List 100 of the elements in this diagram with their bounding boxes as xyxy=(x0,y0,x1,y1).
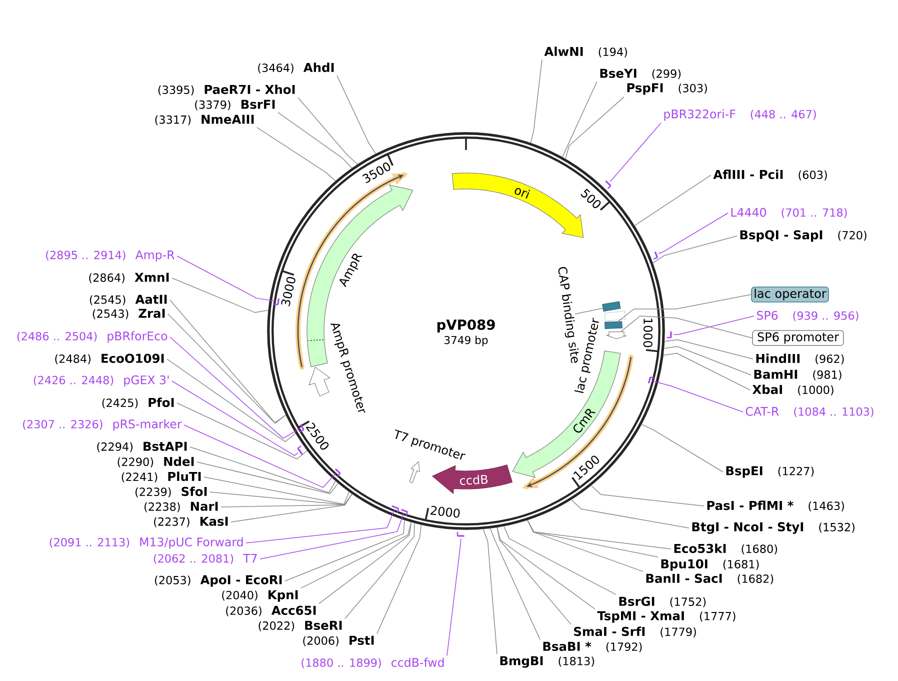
primer-label: SP6 (939 .. 956) xyxy=(757,310,858,322)
primer-label: (2062 .. 2081) T7 xyxy=(154,554,257,564)
site-label: (2241) PluTI xyxy=(122,472,201,482)
gene-feature: ccdB xyxy=(432,464,512,494)
leader-line xyxy=(574,308,604,314)
tick-label: 2000 xyxy=(430,506,460,518)
site-label: BsaBI * (1792) xyxy=(543,642,642,652)
leader-line xyxy=(220,494,352,508)
site-label: (2238) NarI xyxy=(144,502,218,512)
site-label: (2543) ZraI xyxy=(92,308,165,320)
leader-line xyxy=(527,520,672,550)
primer-label: pBR322ori-F (448 .. 467) xyxy=(664,109,816,121)
tick-label: 3000 xyxy=(281,277,296,306)
leader-line xyxy=(170,336,300,439)
leader-line xyxy=(172,380,298,456)
site-label: (2484) EcoO109I xyxy=(55,354,164,364)
leader-line xyxy=(490,528,540,640)
leader-line xyxy=(673,316,754,336)
primer-label: CAT-R (1084 .. 1103) xyxy=(746,406,874,418)
leader-line xyxy=(336,75,376,154)
leader-line xyxy=(196,462,338,494)
primer-site-mark xyxy=(653,251,658,260)
site-label: PspFI (303) xyxy=(627,83,707,95)
leader-line xyxy=(376,524,422,634)
leader-line xyxy=(618,294,752,322)
leader-line xyxy=(565,96,624,160)
leader-line xyxy=(210,492,352,506)
leader-line xyxy=(527,520,644,572)
leader-line xyxy=(663,352,750,390)
site-label: BspEI (1227) xyxy=(726,466,814,478)
primer-site-mark xyxy=(300,424,304,432)
leader-line xyxy=(278,112,352,168)
site-label: AflIII - PciI (603) xyxy=(713,170,827,180)
primer-label: (2895 .. 2914) Amp-R xyxy=(46,250,174,262)
leader-line xyxy=(284,520,405,582)
feature-label-box: SP6 promoter xyxy=(752,330,844,346)
primer-label: (1880 .. 1899) ccdB-fwd xyxy=(302,658,444,668)
leader-line xyxy=(482,528,498,654)
feature-box xyxy=(604,310,626,322)
primer-site-mark xyxy=(666,331,672,338)
primer-label: (2091 .. 2113) M13/pUC Forward xyxy=(50,537,243,549)
site-label: HindIII (962) xyxy=(756,354,844,364)
site-label: PasI - PflMI * (1463) xyxy=(707,500,844,512)
site-label: (2239) SfoI xyxy=(136,486,207,498)
primer-site-mark xyxy=(648,376,654,384)
leader-line xyxy=(260,512,404,560)
primer-site-mark xyxy=(401,508,408,516)
feature-box xyxy=(604,321,622,329)
site-label: (2006) PstI xyxy=(303,636,374,646)
leader-line xyxy=(190,446,336,494)
site-label: SmaI - SrfI (1779) xyxy=(574,626,696,638)
primer-site-mark xyxy=(297,445,304,456)
leader-line xyxy=(496,527,572,625)
site-label: (2545) AatII xyxy=(90,294,167,306)
site-label: BtgI - NcoI - StyI (1532) xyxy=(692,522,854,534)
leader-line xyxy=(298,97,358,164)
site-label: BanII - SacI (1682) xyxy=(646,574,774,584)
site-label: (3464) AhdI xyxy=(258,62,334,74)
leader-line xyxy=(184,424,336,488)
leader-line xyxy=(256,127,336,182)
plasmid-name: pVP089 xyxy=(437,319,495,333)
site-label: (2425) PfoI xyxy=(102,398,174,408)
site-label: BspQI - SapI (720) xyxy=(740,230,866,242)
leader-line xyxy=(620,316,752,338)
leader-line xyxy=(446,538,462,656)
leader-line xyxy=(176,256,276,302)
primer-label: (2426 .. 2448) pGEX 3' xyxy=(34,375,169,387)
leader-line xyxy=(664,346,752,376)
site-label: (2053) ApoI - EcoRI xyxy=(154,575,282,587)
site-label: (2036) Acc65I xyxy=(226,606,316,616)
leader-line xyxy=(664,339,754,360)
plasmid-length: 3749 bp xyxy=(444,336,488,346)
leader-line xyxy=(652,380,744,412)
site-label: (3317) NmeAIII xyxy=(155,114,254,126)
tick-label: 1000 xyxy=(643,318,653,348)
leader-line xyxy=(562,81,598,158)
site-label: BmgBI (1813) xyxy=(500,656,594,668)
site-label: (2294) BstAPI xyxy=(97,442,187,452)
leader-line xyxy=(166,358,296,442)
leader-line xyxy=(634,174,712,226)
leader-line xyxy=(300,522,412,588)
leader-line xyxy=(658,212,728,254)
site-label: (2864) XmnI xyxy=(89,272,169,284)
site-label: TspMI - XmaI (1777) xyxy=(597,611,736,623)
feature-label-box: lac operator xyxy=(751,286,829,302)
leader-line xyxy=(246,510,395,544)
promoter-feature xyxy=(606,331,627,340)
site-label: BamHI (981) xyxy=(754,370,842,380)
site-label: Eco53kI (1680) xyxy=(674,544,778,554)
leader-line xyxy=(318,522,412,604)
site-label: Bpu10I (1681) xyxy=(661,559,759,571)
leader-line xyxy=(610,122,662,182)
site-label: XbaI (1000) xyxy=(752,384,834,396)
leader-line xyxy=(176,402,308,460)
feature-box xyxy=(602,301,621,312)
primer-label: (2307 .. 2326) pRS-marker xyxy=(23,419,182,431)
leader-line xyxy=(652,236,738,264)
leader-line xyxy=(504,526,616,595)
site-label: (3379) BsrFI xyxy=(195,100,275,110)
leader-line xyxy=(571,499,690,528)
